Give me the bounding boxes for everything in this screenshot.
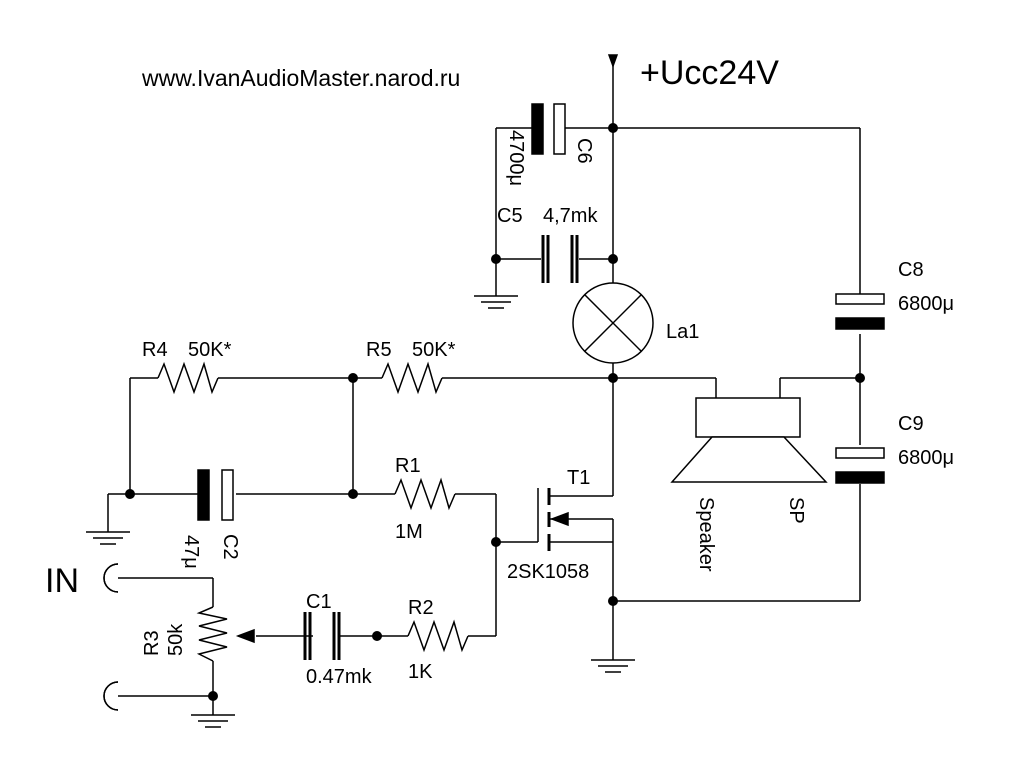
lamp-la1-icon bbox=[572, 282, 654, 364]
r1-value: 1M bbox=[395, 521, 423, 543]
c5-value: 4,7mk bbox=[543, 205, 598, 227]
c2-wiring bbox=[107, 493, 497, 636]
input-label: IN bbox=[45, 562, 79, 600]
capacitor-c5 bbox=[541, 235, 579, 283]
resistor-r4 bbox=[157, 361, 219, 395]
supply-rail bbox=[495, 54, 861, 296]
r2-value: 1K bbox=[408, 661, 433, 683]
c6-value: 4700μ bbox=[505, 130, 527, 186]
capacitor-c2 bbox=[197, 469, 234, 521]
r5-value: 50K* bbox=[412, 339, 456, 361]
c2-ref: C2 bbox=[219, 534, 241, 560]
ground-symbol-1-icon bbox=[474, 295, 518, 309]
resistor-r1 bbox=[394, 477, 456, 511]
supply-voltage-label: +Ucc24V bbox=[640, 54, 779, 92]
c9-value: 6800μ bbox=[898, 447, 954, 469]
resistor-r5 bbox=[381, 361, 443, 395]
ground-symbol-4-icon bbox=[191, 714, 235, 728]
capacitor-c9 bbox=[835, 447, 885, 484]
r3-ref: R3 bbox=[141, 630, 163, 656]
c5-ref: C5 bbox=[497, 205, 523, 227]
resistor-r2 bbox=[407, 619, 469, 653]
t1-value: 2SK1058 bbox=[507, 561, 589, 583]
r1-ref: R1 bbox=[395, 455, 421, 477]
r4-value: 50K* bbox=[188, 339, 232, 361]
potentiometer-r3 bbox=[196, 606, 255, 662]
la1-ref: La1 bbox=[666, 321, 699, 343]
t1-ref: T1 bbox=[567, 467, 590, 489]
speaker-ref-label: SP bbox=[785, 497, 807, 524]
output-wiring bbox=[613, 484, 861, 602]
input-wiring bbox=[103, 563, 496, 715]
r3-value: 50k bbox=[165, 623, 187, 656]
ground-symbol-3-icon bbox=[591, 659, 635, 673]
mosfet-t1-icon bbox=[496, 488, 614, 660]
c6-ref: C6 bbox=[573, 138, 595, 164]
feedback-wiring bbox=[129, 334, 861, 496]
input-jack-lower-icon bbox=[103, 681, 119, 711]
r2-ref: R2 bbox=[408, 597, 434, 619]
junction-dots bbox=[125, 123, 865, 701]
wiper-arrow-icon bbox=[235, 628, 255, 644]
website-label: www.IvanAudioMaster.narod.ru bbox=[141, 65, 460, 91]
capacitor-c6 bbox=[531, 103, 566, 155]
c1-value: 0.47mk bbox=[306, 666, 373, 688]
ground-symbol-2-icon bbox=[86, 531, 130, 545]
c1-ref: C1 bbox=[306, 591, 332, 613]
r5-ref: R5 bbox=[366, 339, 392, 361]
c9-ref: C9 bbox=[898, 413, 924, 435]
capacitor-c1 bbox=[303, 612, 341, 660]
capacitor-c8 bbox=[835, 293, 885, 330]
speaker-sp-icon bbox=[670, 397, 828, 483]
c2-value: 47μ bbox=[180, 535, 202, 569]
speaker-name-label: Speaker bbox=[695, 497, 717, 572]
c8-value: 6800μ bbox=[898, 293, 954, 315]
input-jack-upper-icon bbox=[103, 563, 119, 593]
r4-ref: R4 bbox=[142, 339, 168, 361]
c8-ref: C8 bbox=[898, 259, 924, 281]
